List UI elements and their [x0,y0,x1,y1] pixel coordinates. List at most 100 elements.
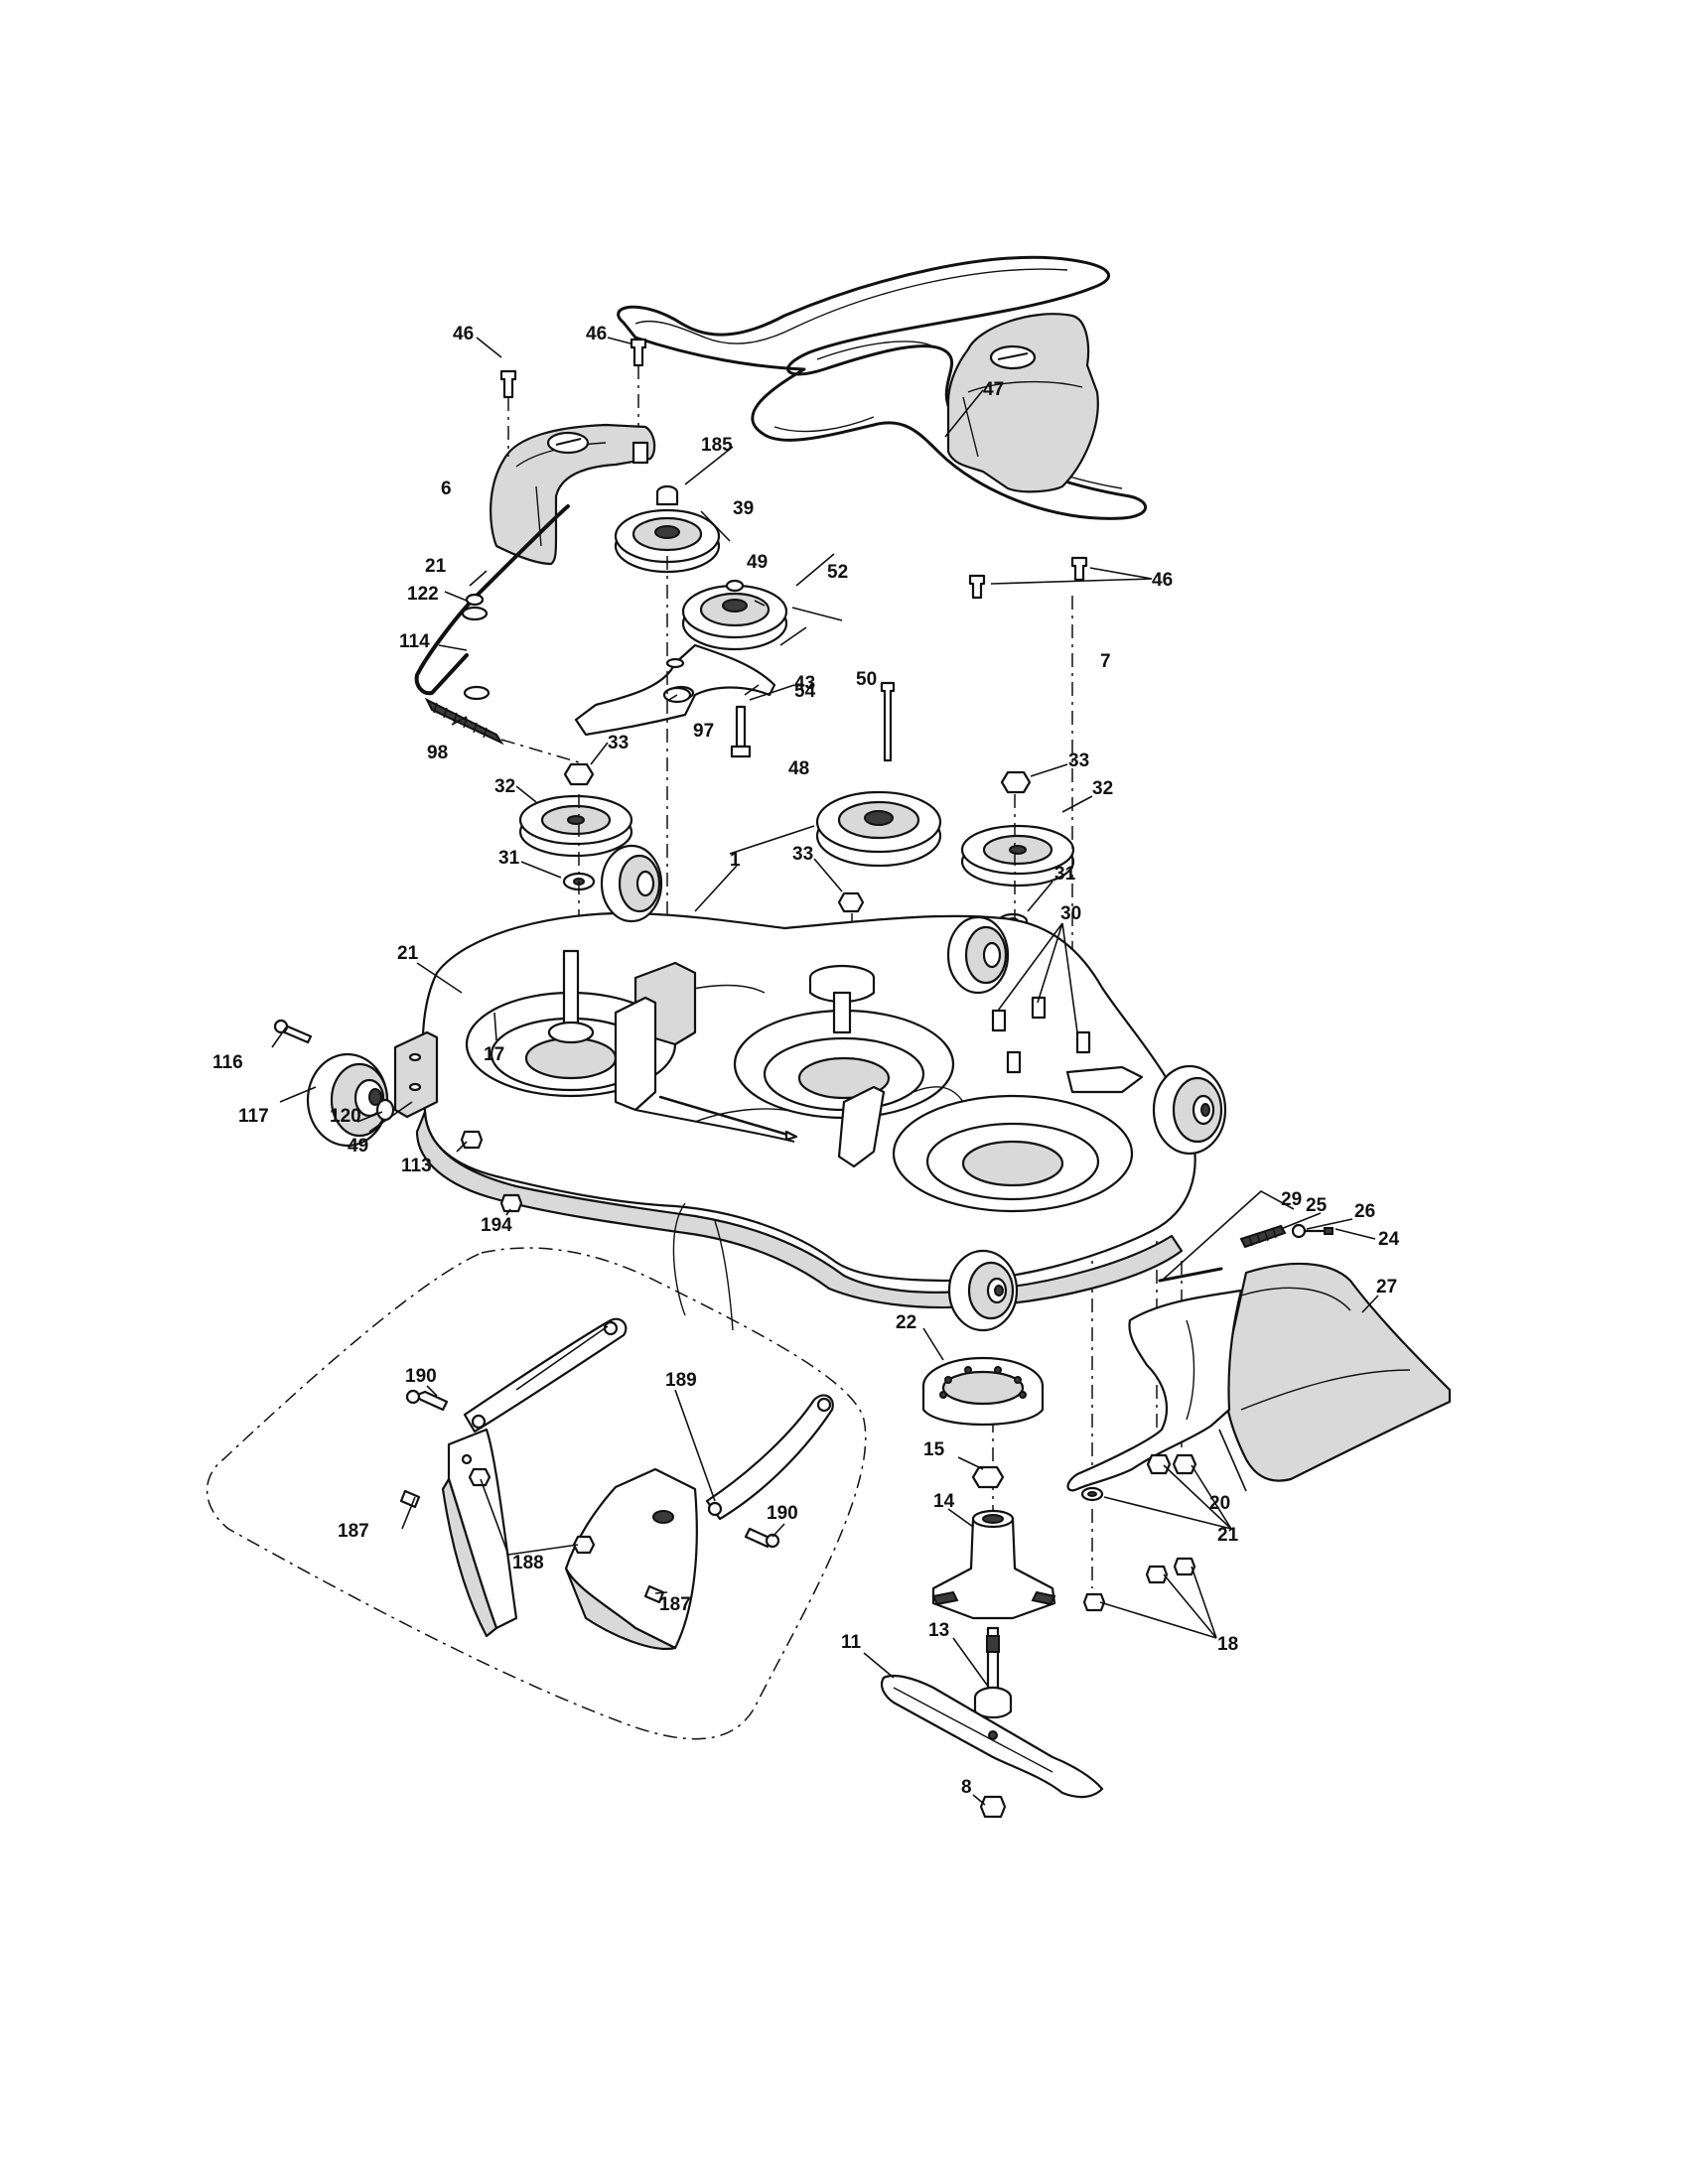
deck-wheel-rear-right [946,915,1010,995]
callout-7: 7 [1100,651,1111,672]
callout-43: 43 [794,673,815,694]
blade-bolt-8 [979,1795,1007,1819]
callout-52: 52 [827,562,848,583]
callout-46-right: 46 [1152,570,1173,591]
callout-labels: 1 6 7 8 11 13 14 15 17 18 20 21 21 21 22… [212,324,1400,1798]
bolts-113-194 [460,1130,523,1213]
belt-cover-right [946,313,1099,493]
baffle-plate-left [441,1428,518,1638]
bolts-30 [991,996,1091,1074]
callout-14: 14 [933,1491,955,1512]
callout-30: 30 [1060,903,1081,924]
callout-189: 189 [665,1370,697,1391]
chute-hardware-18-21 [1080,1453,1197,1612]
spindle-shaft-13 [973,1626,1013,1719]
callout-188: 188 [512,1553,544,1573]
adapter-bolt-holes [939,1366,1027,1399]
callout-21-deck: 21 [397,943,419,964]
callout-32-left: 32 [494,776,515,797]
baffle-hardware-187-188-190 [399,1389,780,1604]
callout-13: 13 [928,1620,949,1641]
callout-6: 6 [441,478,452,499]
callout-31-left: 31 [498,848,520,869]
mulch-baffle-kit-enclosure [207,1247,867,1740]
mandrel-pulley-32-left [518,794,633,858]
callout-39: 39 [733,498,754,519]
callout-54: 54 [794,681,816,702]
callout-187-right: 187 [659,1594,691,1615]
callout-21-top: 21 [425,556,447,577]
chute-rod-29 [1158,1267,1223,1283]
callout-122: 122 [407,584,439,605]
leader-lines [271,337,1379,1806]
baffle-bars-189 [463,1317,834,1521]
deflector-plate-20 [1066,1289,1243,1492]
callout-29: 29 [1281,1189,1302,1210]
blade-adapter-22 [921,1356,1045,1427]
callout-190-right: 190 [767,1503,798,1524]
callout-185: 185 [701,435,733,456]
callout-27: 27 [1376,1277,1397,1297]
callout-49-top: 49 [747,552,768,573]
idler-pulley-48 [815,790,942,868]
callout-18: 18 [1217,1634,1238,1655]
gauge-wheel-117 [273,1019,395,1148]
callout-11: 11 [841,1632,862,1653]
callout-46-left: 46 [453,324,474,344]
deck-wheel-rear-left [600,844,663,923]
mower-blade-11 [880,1674,1104,1799]
bolts-46 [499,338,1088,600]
deck-wheel-front-center [947,1249,1019,1332]
callout-33-left: 33 [608,733,629,753]
bolts-50-54 [730,681,896,762]
callout-33-right: 33 [1068,751,1089,771]
callout-24: 24 [1378,1229,1400,1250]
chute-bracket-26-24 [1291,1223,1333,1239]
callout-8: 8 [961,1777,972,1798]
callout-116: 116 [212,1052,243,1073]
callout-194: 194 [481,1215,512,1236]
callout-46-mid: 46 [586,324,607,344]
spindle-housing-14 [931,1509,1056,1620]
callout-120: 120 [330,1106,361,1127]
mandrel-pulley-32-right [960,824,1075,887]
callout-1: 1 [730,850,741,871]
discharge-chute-27 [1223,1262,1452,1482]
callout-48: 48 [788,758,809,779]
callout-33-center: 33 [792,844,813,865]
chute-spring-25 [1239,1224,1287,1249]
callout-117: 117 [238,1106,269,1127]
callout-190-left: 190 [405,1366,437,1387]
callout-49-bottom: 49 [348,1136,368,1157]
idler-pulley-52 [681,579,788,651]
callout-17: 17 [484,1044,504,1065]
deck-wheel-front-right [1152,1064,1227,1156]
callout-25: 25 [1306,1195,1328,1216]
belt-cover-left [490,423,656,566]
callout-113: 113 [401,1156,432,1176]
callout-114: 114 [399,631,430,652]
callout-97: 97 [693,721,714,742]
callout-50: 50 [856,669,877,690]
spring-98 [424,697,587,765]
hanger-bracket-17 [393,1030,439,1119]
callout-31-right: 31 [1054,864,1076,885]
callout-20: 20 [1209,1493,1230,1514]
deck-underside-outline [672,1202,734,1331]
callout-187-left: 187 [338,1521,369,1542]
baffle-plate-right [564,1467,698,1651]
callout-21-chute: 21 [1217,1525,1239,1546]
drive-belt [617,255,1148,520]
mower-deck-housing [415,911,1196,1309]
belt-guide-rod-114 [414,504,570,701]
nuts-33 [563,762,1032,913]
callout-32-right: 32 [1092,778,1113,799]
callout-98: 98 [427,743,448,763]
spindle-nut-15 [971,1465,1005,1489]
idler-pulley-39 [614,484,721,574]
callout-26: 26 [1354,1201,1375,1222]
callout-15: 15 [923,1439,945,1460]
callout-22: 22 [896,1312,916,1333]
callout-47: 47 [983,379,1004,400]
